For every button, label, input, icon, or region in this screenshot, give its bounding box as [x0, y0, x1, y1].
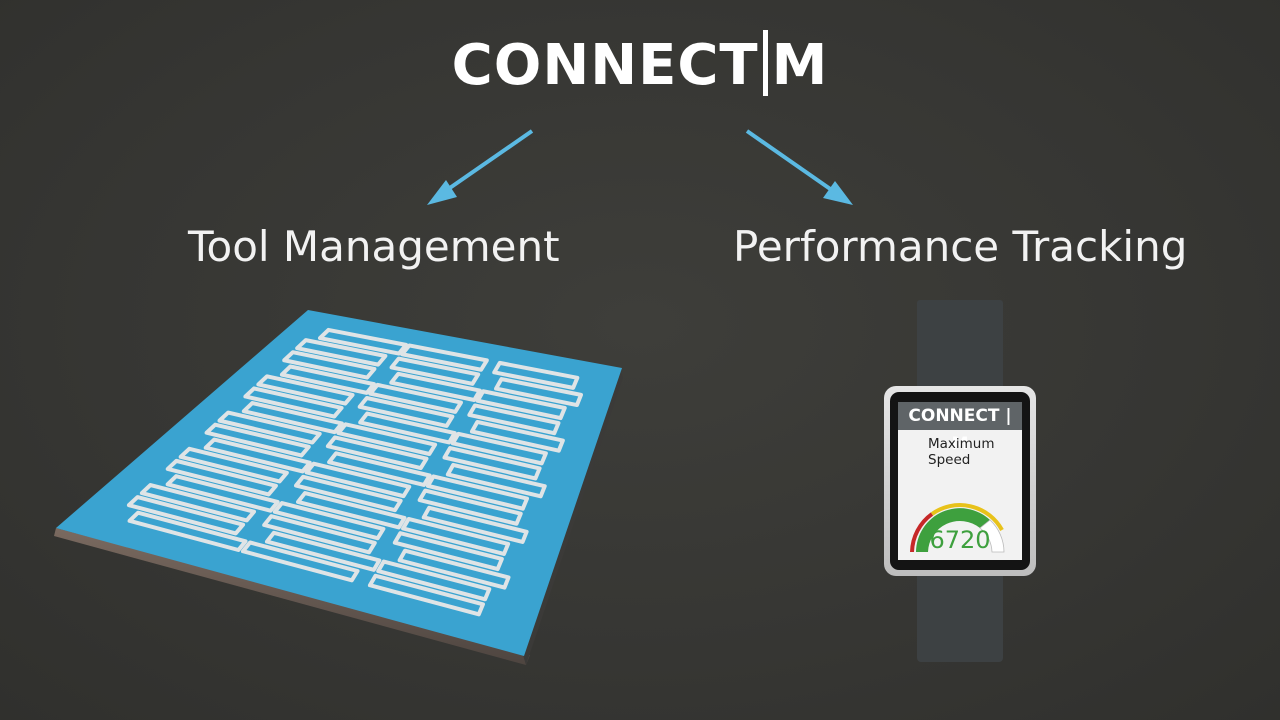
- tool-cavity: [139, 483, 257, 523]
- performance-tracking-label: Performance Tracking: [733, 222, 1188, 271]
- tool-cavity: [469, 419, 565, 453]
- tool-cavity: [442, 446, 542, 481]
- tool-cavity: [296, 491, 407, 530]
- tool-cavity: [317, 327, 409, 356]
- tool-cavity: [492, 360, 580, 390]
- tool-cavity: [425, 474, 530, 511]
- tool-cavity: [401, 516, 511, 556]
- tool-cavity: [417, 488, 523, 526]
- tool-cavity: [165, 458, 278, 497]
- watch-display: CONNECT | M Maximum Speed 6720: [898, 402, 1022, 560]
- metric-label-line1: Maximum: [928, 436, 995, 452]
- tool-management-label: Tool Management: [188, 222, 560, 271]
- tool-cavity: [272, 501, 386, 541]
- watch-brand-divider: |: [999, 406, 1012, 426]
- tool-cavity: [367, 573, 485, 617]
- brand-logo-divider: [762, 30, 768, 96]
- tool-cavity: [357, 396, 455, 428]
- tool-cavity: [127, 510, 248, 553]
- tool-cavity: [203, 437, 312, 474]
- brand-logo-right: M: [771, 33, 829, 98]
- gauge-yellow-segment: [930, 503, 1004, 531]
- tool-cavity: [126, 495, 246, 536]
- tool-cavity: [389, 356, 481, 386]
- tool-cavity: [295, 338, 388, 367]
- gauge-fill: [916, 508, 990, 552]
- watch-strap-top: [917, 300, 1003, 395]
- branch-arrows: [427, 129, 853, 205]
- tool-cavity: [256, 374, 355, 406]
- speed-reading: 6720: [929, 526, 991, 554]
- tool-cavity: [240, 540, 360, 583]
- tool-cavity: [400, 343, 489, 372]
- watch-brand-right: M: [951, 434, 969, 454]
- watch-strap-bottom: [917, 570, 1003, 662]
- tool-cavity: [467, 403, 561, 436]
- tool-cavity: [376, 559, 492, 602]
- tool-cavity: [368, 382, 463, 414]
- watch-brand: CONNECT | M: [898, 402, 1022, 454]
- tool-cavity: [241, 401, 344, 435]
- tool-cavity: [358, 411, 457, 445]
- tool-cavity: [494, 377, 583, 408]
- watch-brand-left: CONNECT: [908, 406, 1000, 426]
- metric-label-line2: Speed: [928, 452, 971, 468]
- tool-cavity: [325, 435, 429, 471]
- gauge-remaining: [979, 519, 1005, 553]
- tool-cavity: [279, 364, 376, 395]
- tool-cavity: [397, 548, 511, 590]
- smartwatch-illustration: CONNECT | M Maximum Speed 6720: [880, 300, 1040, 662]
- tool-cavity: [204, 422, 311, 458]
- tool-cavity: [421, 505, 529, 544]
- tool-cavity: [475, 389, 567, 421]
- brand-logo-left: CONNECT: [451, 33, 759, 98]
- arrow-down-left-icon: [427, 129, 534, 205]
- tool-cavity: [389, 371, 482, 403]
- tool-cavity: [304, 461, 412, 499]
- watch-screen: CONNECT | M Maximum Speed 6720: [890, 392, 1030, 570]
- tool-cavity: [336, 422, 438, 456]
- watch-case: CONNECT | M Maximum Speed 6720: [884, 386, 1036, 576]
- speed-gauge: [910, 503, 1005, 553]
- tool-cavity: [165, 474, 280, 513]
- metric-label: Maximum Speed: [928, 436, 995, 468]
- tool-cavity: [392, 531, 504, 572]
- tool-cavity: [294, 474, 403, 513]
- tool-cavity: [445, 462, 547, 499]
- gauge-red-segment: [910, 512, 934, 553]
- tool-cavity: [178, 446, 289, 484]
- tool-cavity: [217, 410, 322, 445]
- tool-cavity: [282, 350, 377, 380]
- tool-cavity: [243, 386, 344, 419]
- tool-plate-illustration: [54, 310, 623, 665]
- tool-cavity: [327, 451, 432, 487]
- tool-cavity: [264, 530, 382, 572]
- tool-cavity: [450, 431, 548, 466]
- tool-cavity: [262, 514, 377, 555]
- arrow-down-right-icon: [745, 129, 853, 205]
